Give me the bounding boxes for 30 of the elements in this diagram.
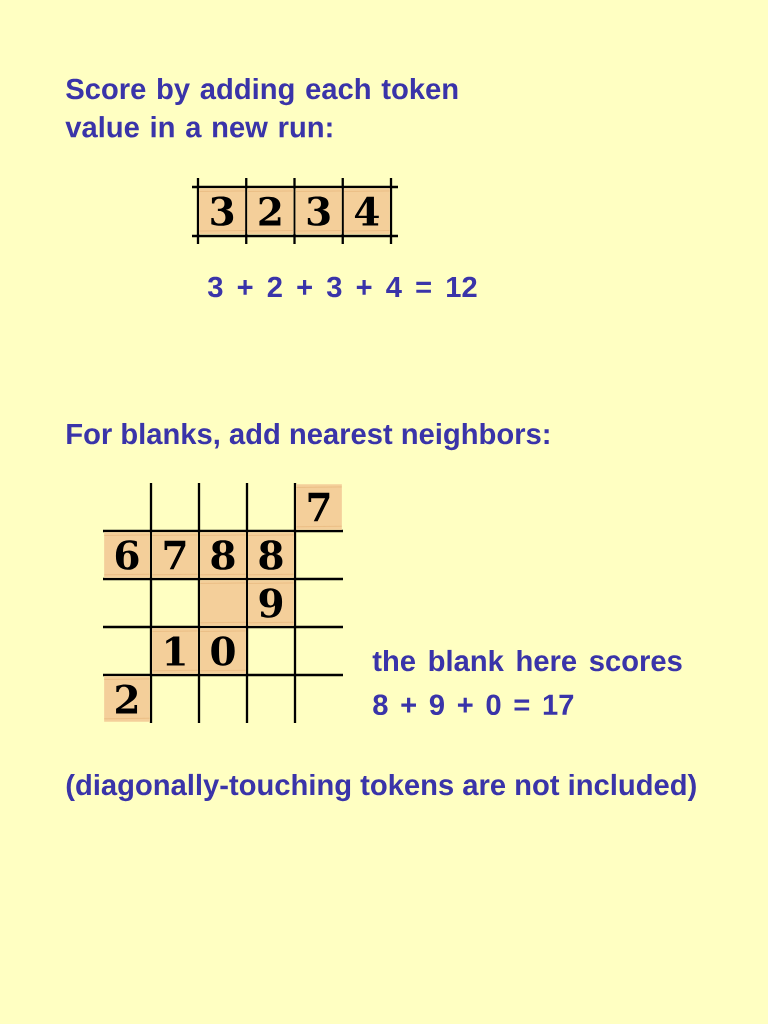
equation-text: 3 + 2 + 3 + 4 = 12 bbox=[207, 276, 477, 298]
note-text: (diagonally-touching tokens are not included) bbox=[66, 773, 696, 802]
node-label: 6 bbox=[115, 540, 139, 570]
number-tile: 6 bbox=[104, 532, 150, 578]
number-tile: 8 bbox=[248, 532, 294, 578]
number-tile: 3 bbox=[199, 188, 246, 235]
note-text: the blank here scores 8 + 9 + 0 = 17 bbox=[372, 649, 682, 716]
node-label: 0 bbox=[211, 636, 235, 666]
number-tile: 3 bbox=[295, 188, 342, 235]
node-label: 9 bbox=[259, 588, 283, 618]
number-tile: 4 bbox=[343, 188, 390, 235]
node-label: 4 bbox=[354, 196, 379, 226]
number-tile: 2 bbox=[247, 188, 294, 235]
blank-tile bbox=[200, 580, 246, 626]
number-tile: 9 bbox=[248, 580, 294, 626]
number-tile: 1 bbox=[152, 628, 198, 674]
node-label: 1 bbox=[166, 636, 185, 666]
number-tile: 7 bbox=[152, 532, 198, 578]
instruction-text: Score by adding each token value in a new run: bbox=[65, 77, 458, 138]
node-label: 8 bbox=[259, 540, 283, 570]
number-tile: 2 bbox=[104, 676, 150, 722]
node-label: 7 bbox=[164, 540, 186, 570]
node-label: 3 bbox=[307, 196, 330, 226]
node-label: 8 bbox=[211, 540, 235, 570]
node-label: 3 bbox=[211, 196, 234, 226]
number-tile: 0 bbox=[200, 628, 246, 674]
number-tile: 8 bbox=[200, 532, 246, 578]
node-label: 2 bbox=[259, 196, 281, 226]
number-tile: 7 bbox=[296, 484, 342, 530]
instruction-text: For blanks, add nearest neighbors: bbox=[67, 422, 549, 451]
